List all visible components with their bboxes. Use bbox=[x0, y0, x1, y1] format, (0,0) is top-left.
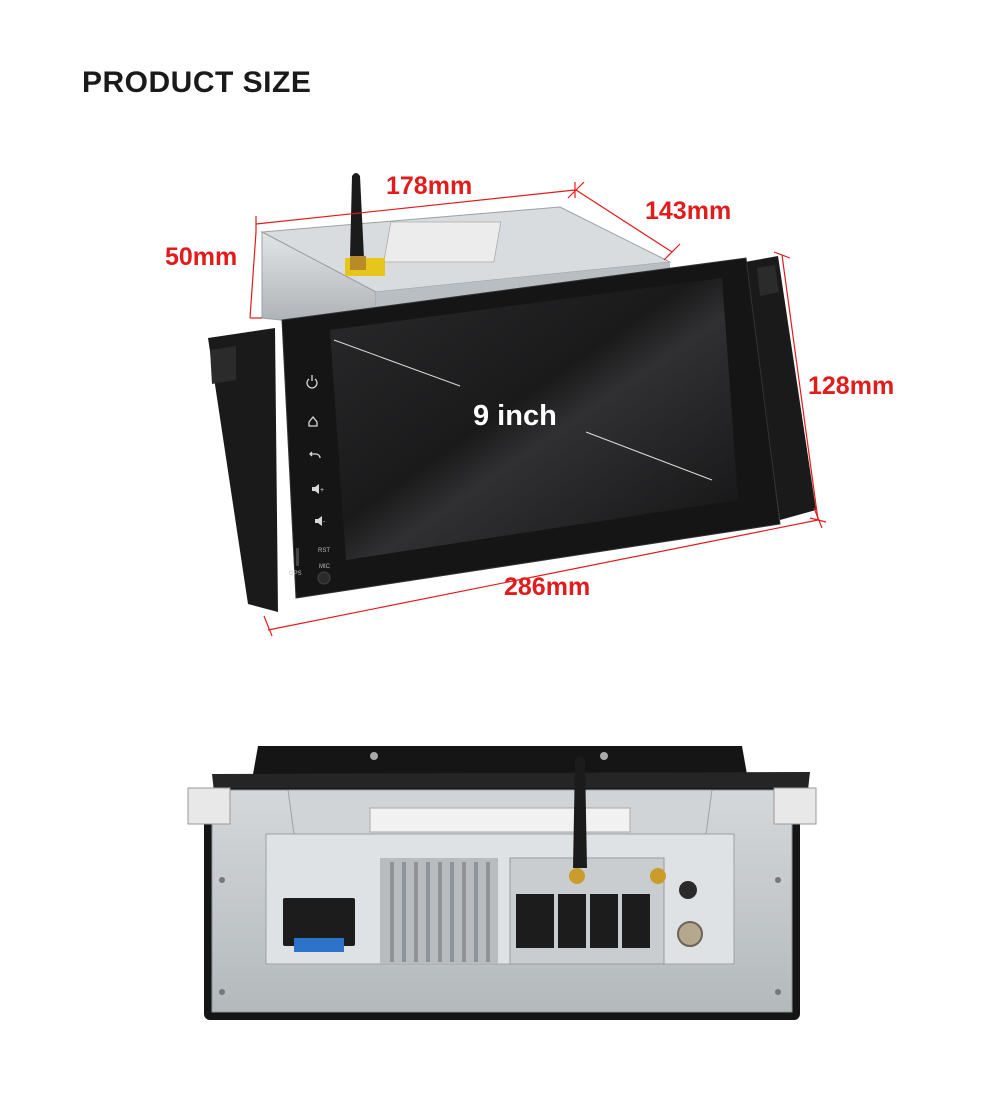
mic-label: MIC bbox=[319, 564, 331, 570]
top-width-dimension: 178mm bbox=[386, 172, 473, 200]
depth-dimension: 143mm bbox=[645, 197, 732, 225]
panel-width-dimension: 286mm bbox=[504, 573, 591, 601]
panel-height-dimension: 128mm bbox=[808, 372, 895, 400]
panel-markings: GPS RST MIC bbox=[289, 548, 331, 585]
rear-view-illustration bbox=[187, 746, 817, 1020]
power-icon bbox=[306, 375, 318, 389]
mounting-frame bbox=[208, 256, 816, 612]
dimension-lines bbox=[249, 181, 827, 637]
svg-text:+: + bbox=[320, 487, 324, 494]
rst-label: RST bbox=[318, 548, 330, 554]
front-bezel bbox=[281, 257, 781, 599]
gps-label: GPS bbox=[289, 571, 302, 577]
home-icon bbox=[308, 415, 318, 427]
volume-down-icon: - bbox=[315, 516, 326, 526]
svg-text:-: - bbox=[323, 519, 326, 526]
page-title: PRODUCT SIZE bbox=[82, 66, 312, 99]
antenna bbox=[350, 173, 366, 270]
back-icon bbox=[309, 451, 321, 459]
screen-size-label: 9 inch bbox=[473, 400, 557, 432]
volume-up-icon: + bbox=[312, 484, 324, 494]
chassis-height-dimension: 50mm bbox=[165, 243, 238, 271]
